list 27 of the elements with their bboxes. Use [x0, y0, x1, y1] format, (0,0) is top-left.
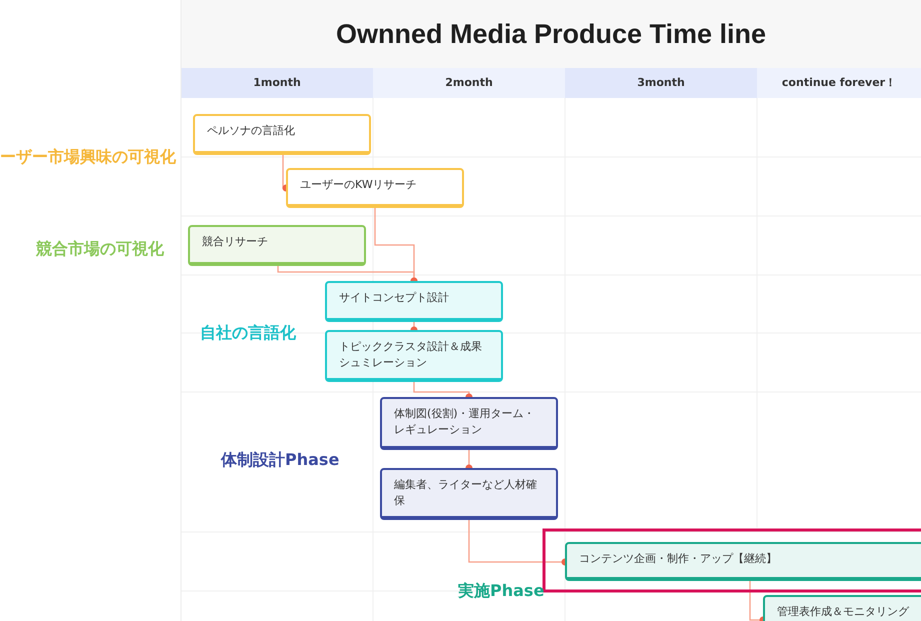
task-box: [193, 114, 371, 155]
task-box: [325, 281, 503, 322]
group-label: 体制設計Phase: [221, 449, 340, 471]
column-header: continue forever！: [782, 74, 896, 91]
group-label: ーザー市場興味の可視化: [0, 146, 176, 168]
task-box: [380, 468, 558, 520]
column-header: 2month: [445, 74, 493, 91]
task-text: ペルソナの言語化: [207, 123, 296, 139]
task-box: [286, 168, 464, 208]
group-label: 競合市場の可視化: [36, 238, 164, 260]
group-label: 実施Phase: [458, 580, 544, 602]
task-text: 体制図(役割)・運用ターム・レギュレーション: [394, 406, 536, 438]
group-label: 自社の言語化: [200, 322, 296, 344]
task-box: [565, 542, 921, 581]
task-box: [188, 225, 366, 266]
task-text: ユーザーのKWリサーチ: [300, 177, 418, 193]
column-header: 3month: [637, 74, 685, 91]
column-header: 1month: [253, 74, 301, 91]
title: Ownned Media Produce Time line: [336, 18, 766, 51]
task-text: トピッククラスタ設計＆成果シュミレーション: [339, 339, 483, 371]
task-box: [325, 330, 503, 382]
task-text: コンテンツ企画・制作・アップ【継続】: [579, 551, 778, 567]
task-text: 競合リサーチ: [202, 234, 269, 250]
task-text: 管理表作成＆モニタリング: [777, 604, 910, 620]
task-box: [380, 397, 558, 450]
task-text: 編集者、ライターなど人材確保: [394, 477, 538, 509]
task-text: サイトコンセプト設計: [339, 290, 450, 306]
